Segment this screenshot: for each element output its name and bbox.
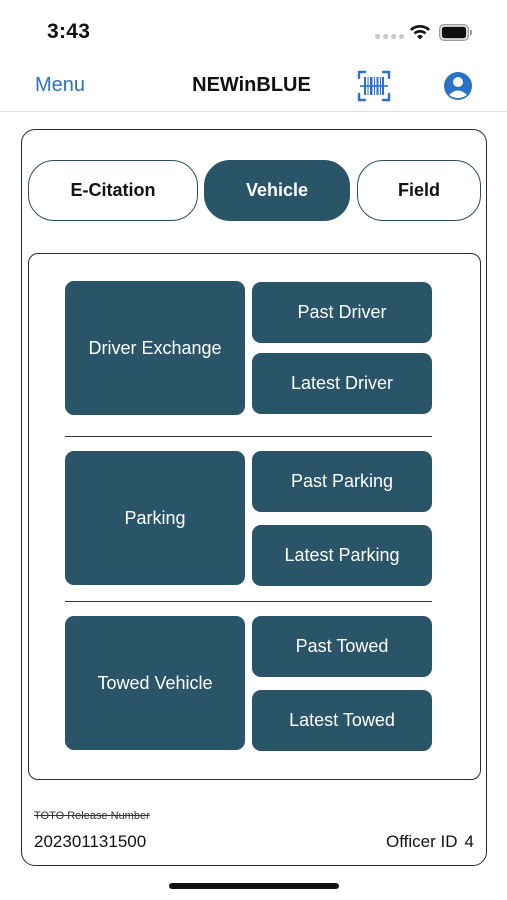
past-parking-button[interactable]: Past Parking <box>252 451 432 512</box>
section-divider <box>65 601 432 602</box>
latest-parking-button[interactable]: Latest Parking <box>252 525 432 586</box>
parking-button[interactable]: Parking <box>65 451 245 585</box>
status-time: 3:43 <box>47 20 91 43</box>
tab-e-citation[interactable]: E-Citation <box>28 160 198 221</box>
main-card: E-Citation Vehicle Field Driver Exchange… <box>21 129 487 866</box>
driver-exchange-button[interactable]: Driver Exchange <box>65 281 245 415</box>
past-towed-button[interactable]: Past Towed <box>252 616 432 677</box>
battery-icon <box>439 24 473 41</box>
past-driver-button[interactable]: Past Driver <box>252 282 432 343</box>
menu-button[interactable]: Menu <box>35 74 86 96</box>
officer-id-label: Officer ID <box>386 832 458 851</box>
navigation-bar: Menu NEWinBLUE <box>0 62 507 112</box>
profile-icon[interactable] <box>443 71 473 101</box>
latest-towed-button[interactable]: Latest Towed <box>252 690 432 751</box>
towed-vehicle-button[interactable]: Towed Vehicle <box>65 616 245 750</box>
release-number-value: 202301131500 <box>34 832 147 851</box>
barcode-scan-icon[interactable] <box>357 69 391 103</box>
status-bar: 3:43 <box>0 0 507 62</box>
cellular-signal-icon <box>375 34 404 39</box>
latest-driver-button[interactable]: Latest Driver <box>252 353 432 414</box>
officer-id-value: 4 <box>464 832 474 851</box>
vehicle-panel: Driver Exchange Past Driver Latest Drive… <box>28 253 481 780</box>
wifi-icon <box>410 25 430 40</box>
section-divider <box>65 436 432 437</box>
home-indicator[interactable] <box>169 883 339 889</box>
tab-vehicle[interactable]: Vehicle <box>204 160 350 221</box>
officer-id: Officer ID 4 <box>386 832 474 852</box>
release-number-label: TOTO Release Number <box>34 810 150 822</box>
tab-field[interactable]: Field <box>357 160 481 221</box>
